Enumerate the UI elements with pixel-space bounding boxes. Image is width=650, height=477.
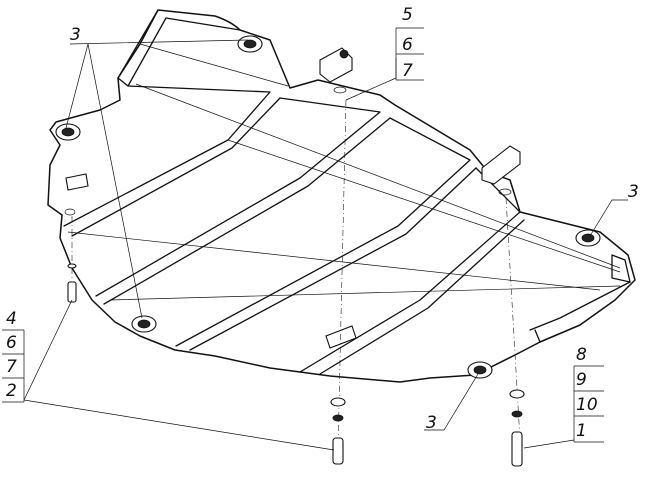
- callout-stack-left-1: 4: [6, 309, 17, 329]
- bracket-top-hole: [339, 49, 349, 59]
- callout-stack-right-2: 9: [576, 370, 587, 390]
- centerline-middle: [337, 99, 347, 449]
- slot-1: [333, 86, 347, 94]
- fastener-left: [67, 263, 77, 303]
- centerline-right: [505, 197, 521, 441]
- callout-top-left: 3: [70, 25, 81, 45]
- slot-2: [498, 188, 512, 196]
- leader-stack-left: [23, 299, 335, 451]
- bracket-right: [481, 145, 521, 185]
- mount-point-left: [55, 123, 81, 141]
- rib-4: [299, 167, 525, 375]
- callout-stack-right-3: 10: [576, 395, 598, 415]
- callout-bottom: 3: [426, 413, 437, 433]
- callout-stack-left-3: 7: [6, 357, 17, 377]
- skid-plate-outline: [47, 9, 636, 383]
- callout-stack-top-2: 6: [402, 35, 413, 55]
- bracket-bottom: [325, 325, 357, 349]
- callout-stack-left-4: 2: [6, 381, 17, 401]
- callout-stack-right: 8 9 10 1: [573, 345, 604, 443]
- cross-band-2: [67, 231, 621, 301]
- leader-right: [589, 199, 628, 237]
- callout-stack-right-1: 8: [576, 345, 587, 365]
- callout-right: 3: [628, 182, 639, 202]
- callout-stack-left: 4 6 7 2: [2, 309, 25, 403]
- mount-point-bottom-left: [131, 315, 157, 333]
- fastener-middle: [330, 397, 346, 465]
- mount-point-right: [575, 229, 601, 247]
- cross-band-3: [227, 139, 621, 273]
- right-end-flange: [529, 281, 631, 343]
- leader-stack-right: [523, 439, 575, 449]
- fastener-right: [509, 389, 525, 467]
- right-corner-bracket: [611, 254, 631, 283]
- leader-top-left: [65, 39, 249, 319]
- rib-3: [175, 117, 477, 351]
- bracket-left: [65, 173, 89, 191]
- callout-stack-right-4: 1: [576, 421, 587, 441]
- callout-stack-top-1: 5: [402, 5, 413, 25]
- rib-2: [95, 97, 391, 305]
- callout-stack-top: 5 6 7: [395, 5, 424, 81]
- mount-point-top: [237, 35, 263, 53]
- callout-stack-left-2: 6: [6, 333, 17, 353]
- slot-3: [64, 208, 76, 216]
- mount-point-bottom: [467, 361, 493, 379]
- callout-stack-top-3: 7: [402, 61, 413, 81]
- top-corner-flange: [117, 9, 241, 87]
- leader-bottom: [424, 373, 479, 431]
- cross-band-1: [135, 43, 621, 269]
- rib-1: [63, 85, 281, 237]
